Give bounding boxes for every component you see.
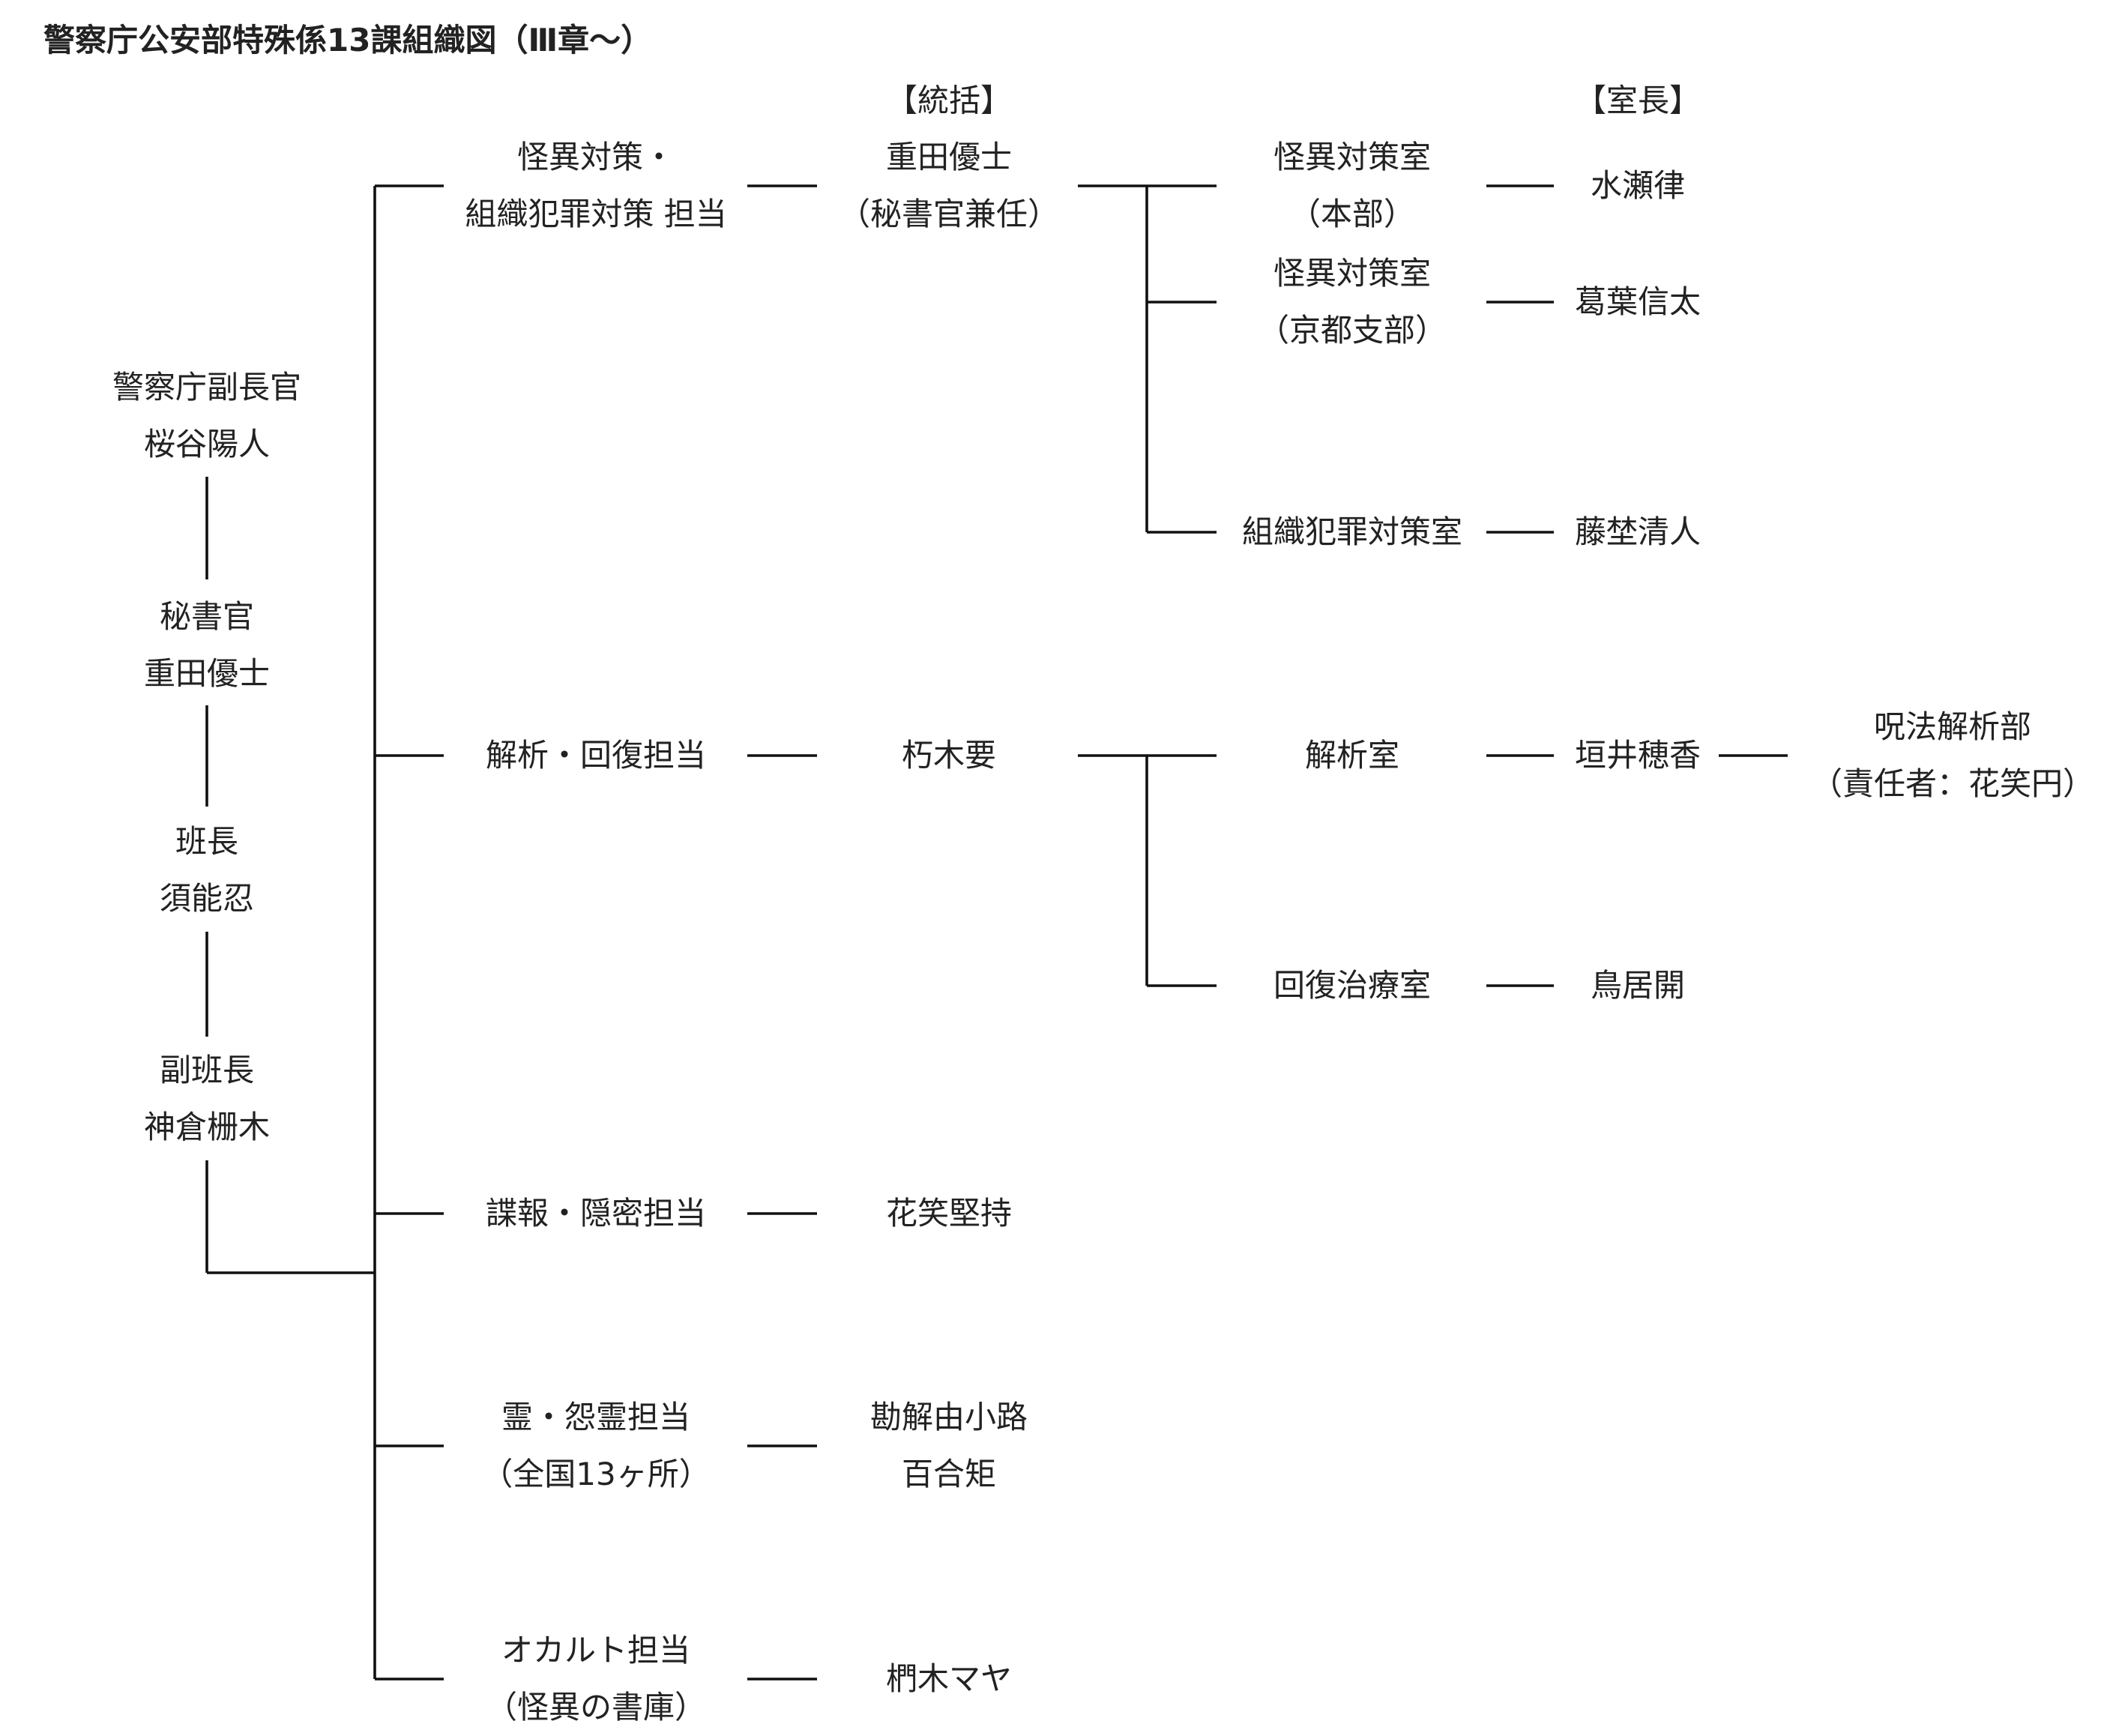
leader-name: 須能忍 [159,880,255,917]
head-chouhou-onmitsu: 花笑堅持 [886,1185,1012,1242]
dept-kaii-soshiki: 怪異対策・ 組織犯罪対策 担当 [465,129,726,243]
head-kaiseki-kaifuku: 朽木要 [902,727,996,784]
room-label-line1: 怪異対策室 [1273,255,1432,292]
leader-name: 桜谷陽人 [143,426,271,462]
chief-soshiki: 藤埜清人 [1574,513,1701,550]
chief-column-header: 【室長】 [1574,82,1701,119]
dept-kaiseki-kaifuku: 解析・回復担当 [486,727,706,784]
leader-name: 重田優士 [143,655,271,692]
dept-label-line2: （怪異の書庫） [485,1689,707,1726]
head-rei-onryou: 勘解由小路 百合矩 [870,1389,1028,1503]
chief-kaii-honbu: 水瀬律 [1590,167,1686,204]
dept-occult: オカルト担当 （怪異の書庫） [486,1622,706,1736]
head-occult: 椚木マヤ [886,1651,1012,1708]
dept-label-line2: 組織犯罪対策 担当 [465,196,727,232]
room-soshiki: 組織犯罪対策室 [1242,504,1462,561]
chart-title: 警察庁公安部特殊係13課組織図（Ⅲ章〜） [43,22,653,58]
room-label-line1: 怪異対策室 [1273,139,1432,175]
dept-label-line1: 解析・回復担当 [485,737,707,774]
leader-role: 班長 [175,823,239,860]
head-note: （秘書官兼任） [838,196,1060,232]
leader-role: 秘書官 [159,598,255,635]
supervisor-column-header: 【統括】 [885,82,1013,119]
sub-unit-juhou-kaiseki: 呪法解析部 （責任者：花笑円） [1811,699,2094,813]
head-name: 勘解由小路 [869,1399,1028,1435]
room-kaii-kyoto: 怪異対策室 （京都支部） [1258,245,1447,359]
room-kaii-honbu: 怪異対策室 （本部） [1273,129,1431,243]
dept-rei-onryou: 霊・怨霊担当 （全国13ヶ所） [481,1389,710,1503]
chief-kaiseki: 垣井穂香 [1574,737,1701,774]
head-name-cont: 百合矩 [901,1456,997,1492]
dept-label-line1: 怪異対策・ [516,139,675,175]
leader-deputy-director: 警察庁副長官 桜谷陽人 [112,359,301,473]
leader-team-chief: 班長 須能忍 [160,813,254,927]
leader-name: 神倉栅木 [143,1109,271,1145]
chief-kaii-kyoto: 葛葉信太 [1574,283,1701,320]
head-name: 朽木要 [901,737,997,774]
room-kaiseki: 解析室 [1305,727,1399,784]
room-label-line1: 回復治療室 [1273,967,1432,1004]
sub-unit-responsible: （責任者：花笑円） [1810,765,2095,802]
room-kaifuku: 回復治療室 [1273,957,1431,1014]
dept-label-line2: （全国13ヶ所） [481,1456,711,1492]
dept-label-line1: 霊・怨霊担当 [501,1399,691,1435]
dept-label-line1: 諜報・隠密担当 [485,1195,707,1232]
head-name: 重田優士 [885,139,1013,175]
head-name: 椚木マヤ [885,1660,1013,1697]
dept-chouhou-onmitsu: 諜報・隠密担当 [486,1185,706,1242]
leader-secretary: 秘書官 重田優士 [144,588,270,702]
leader-role: 警察庁副長官 [112,369,302,406]
head-kaii-soshiki: 重田優士 （秘書官兼任） [839,129,1059,243]
room-label-line2: （京都支部） [1257,312,1447,349]
chief-kaifuku: 鳥居開 [1590,967,1686,1004]
dept-label-line1: オカルト担当 [501,1632,691,1669]
head-name: 花笑堅持 [885,1195,1013,1232]
room-label-line2: （本部） [1288,196,1416,232]
room-label-line1: 組織犯罪対策室 [1241,513,1463,550]
leader-role: 副班長 [159,1052,255,1088]
leader-deputy-chief: 副班長 神倉栅木 [144,1042,270,1156]
room-label-line1: 解析室 [1304,737,1400,774]
sub-unit-label: 呪法解析部 [1873,708,2032,745]
